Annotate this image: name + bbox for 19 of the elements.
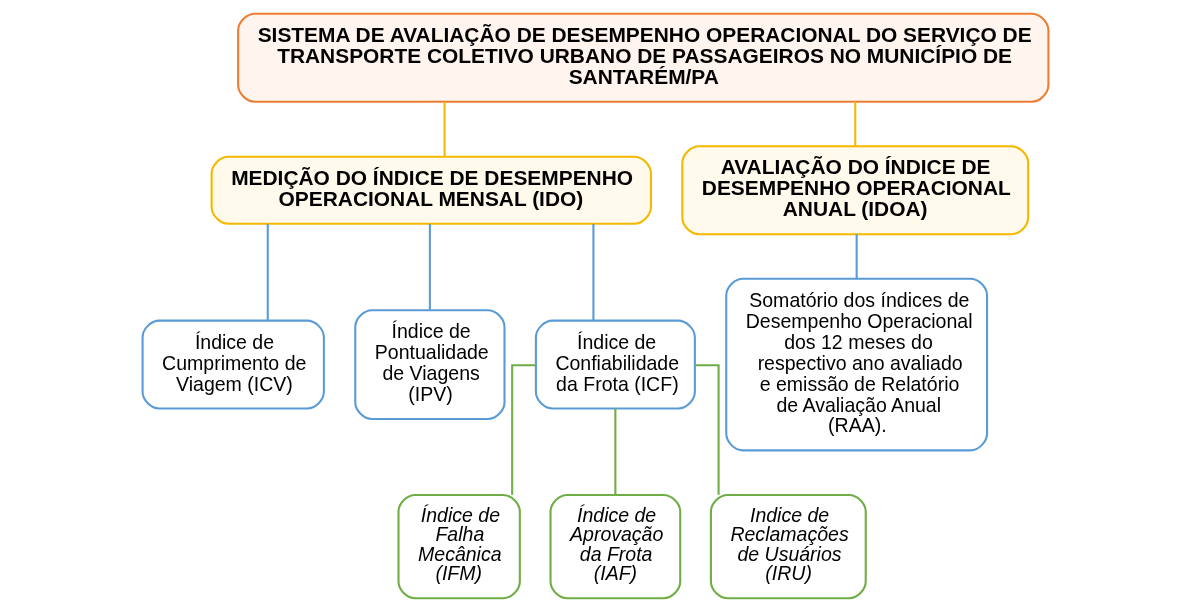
connector xyxy=(428,223,431,310)
node-box: Índice de Falha Mecânica (IFM) xyxy=(396,493,521,600)
node-box: MEDIÇÃO DO ÍNDICE DE DESEMPENHO OPERACIONAL MENSAL (IDO) xyxy=(210,155,652,225)
connector xyxy=(266,223,269,321)
connector xyxy=(591,223,594,321)
connector xyxy=(443,101,446,157)
connector xyxy=(855,234,858,279)
node-box: SISTEMA DE AVALIAÇÃO DE DESEMPENHO OPERACIONAL DO SERVIÇO DE TRANSPORTE COLETIVO URBANO DE PASSAGEIROS NO MUNICÍPIO DE SANTARÉM/PA xyxy=(236,12,1049,103)
connector xyxy=(613,408,616,495)
node-box: AVALIAÇÃO DO ÍNDICE DE DESEMPENHO OPERACIONAL ANUAL (IDOA) xyxy=(680,145,1029,236)
node-box: Índice de Aprovação da Frota (IAF) xyxy=(548,493,681,600)
connector xyxy=(510,364,536,495)
node-box: Índice de Cumprimento de Viagem (ICV) xyxy=(141,319,325,410)
connector xyxy=(853,101,856,146)
node-box: Indice de Reclamações de Usuários (IRU) xyxy=(709,493,867,600)
node-box: Somatório dos índices de Desempenho Operacional dos 12 meses do respectivo ano avaliado e emissão de Relatório de Avaliação Anual (RAA). xyxy=(724,277,988,452)
connector xyxy=(694,364,720,495)
node-box: Índice de Pontualidade de Viagens (IPV) xyxy=(353,309,506,420)
node-box: Índice de Confiabilidade da Frota (ICF) xyxy=(534,319,696,410)
